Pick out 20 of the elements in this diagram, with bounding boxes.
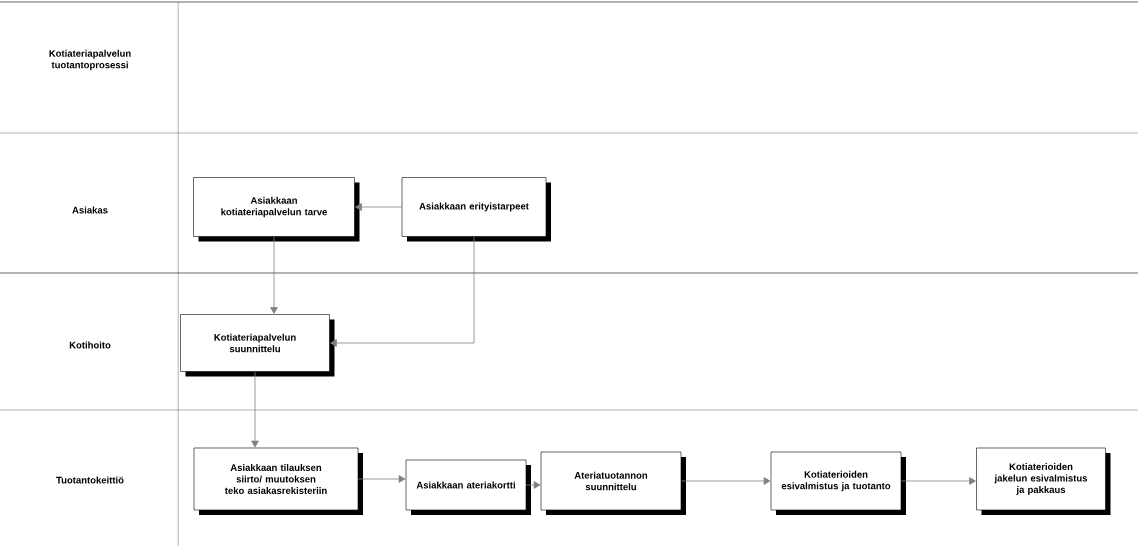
process-box: Kotiaterioiden esivalmistus ja tuotanto: [770, 451, 906, 515]
lane-label: Kotihoito: [69, 341, 111, 349]
lane-label: Asiakas: [72, 206, 108, 214]
arrow: [680, 477, 771, 485]
process-box: Asiakkaan ateriakortti: [405, 459, 531, 515]
arrow: [525, 481, 541, 489]
process-box: Asiakkaan tilauksen siirto/ muutoksen teko asiakasrekisteriin: [193, 447, 363, 515]
arrow: [270, 236, 278, 314]
arrow: [330, 236, 475, 347]
process-box: Kotiateriapalvelun suunnittelu: [180, 314, 335, 377]
process-box: Ateriatuotannon suunnittelu: [540, 451, 686, 515]
arrow: [355, 203, 403, 211]
process-box: Asiakkaan kotiateriapalvelun tarve: [193, 177, 360, 242]
arrow: [900, 477, 976, 485]
lane-label: Tuotantokeittiö: [56, 476, 124, 484]
process-box: Asiakkaan erityistarpeet: [401, 177, 551, 242]
arrow: [251, 371, 259, 448]
arrow: [357, 475, 406, 483]
lane-label: Kotiateriapalvelun tuotantoprosessi: [49, 49, 131, 71]
process-box: Kotiaterioiden jakelun esivalmistus ja pakkaus: [976, 447, 1111, 515]
